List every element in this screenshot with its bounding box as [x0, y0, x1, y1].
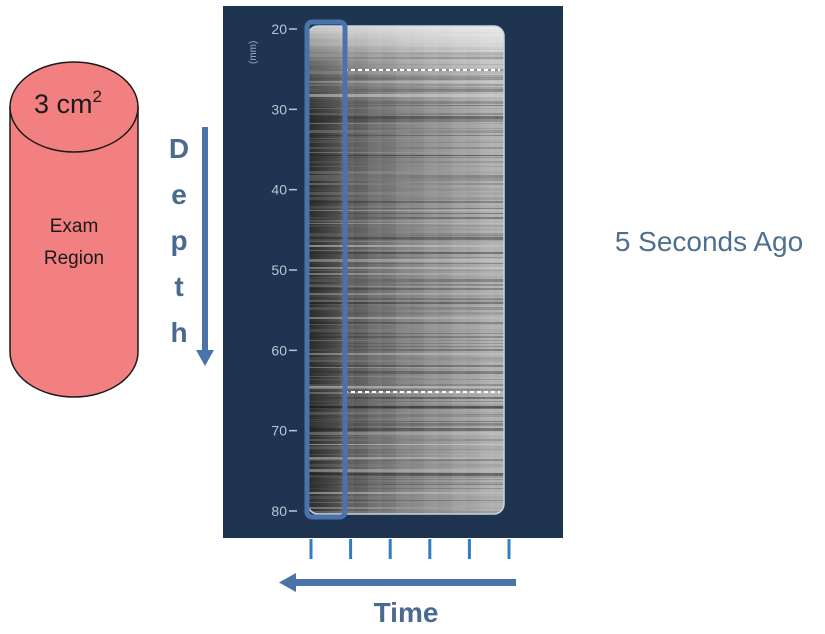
depth-arrow-group: D e p t h — [169, 127, 214, 366]
depth-tick-label: 20 — [271, 21, 287, 37]
depth-tick-label: 60 — [271, 342, 287, 358]
time-ticks — [309, 539, 511, 559]
depth-letter-d: D — [169, 133, 189, 164]
area-exponent: 2 — [93, 87, 102, 106]
time-axis-group: Time — [279, 539, 516, 628]
cylinder-area-label: 3 cm2 — [34, 87, 102, 119]
mmode-strip — [308, 26, 504, 514]
depth-tick-label: 70 — [271, 423, 287, 439]
depth-tick-label: 80 — [271, 503, 287, 519]
time-label: Time — [374, 597, 439, 628]
strip-top-glow — [308, 26, 504, 514]
exam-region-cylinder: 3 cm2 Exam Region — [9, 61, 139, 398]
depth-tick-label: 30 — [271, 101, 287, 117]
depth-arrow-shaft — [202, 127, 208, 352]
depth-letter-p: p — [170, 225, 187, 256]
depth-tick-label: 40 — [271, 182, 287, 198]
exam-label-line1: Exam — [50, 216, 99, 237]
depth-axis: 20 30 40 50 60 70 80 — [271, 21, 297, 519]
current-time-highlight — [304, 19, 348, 520]
exam-label-line2: Region — [44, 248, 104, 269]
depth-letter-h: h — [170, 317, 187, 348]
depth-unit-label: (mm) — [248, 41, 259, 64]
five-seconds-ago-label: 5 Seconds Ago — [615, 226, 803, 257]
time-arrow-head — [279, 573, 296, 592]
time-arrow-shaft — [294, 579, 516, 586]
depth-letter-t: t — [174, 271, 183, 302]
area-value: 3 cm — [34, 89, 93, 119]
depth-letter-e: e — [171, 179, 187, 210]
depth-tick-label: 50 — [271, 262, 287, 278]
cylinder-body — [9, 106, 139, 398]
mmode-image-panel: (mm) 20 30 40 50 60 70 80 — [223, 6, 563, 538]
cylinder-top — [9, 61, 139, 153]
depth-arrow-head — [196, 350, 214, 366]
